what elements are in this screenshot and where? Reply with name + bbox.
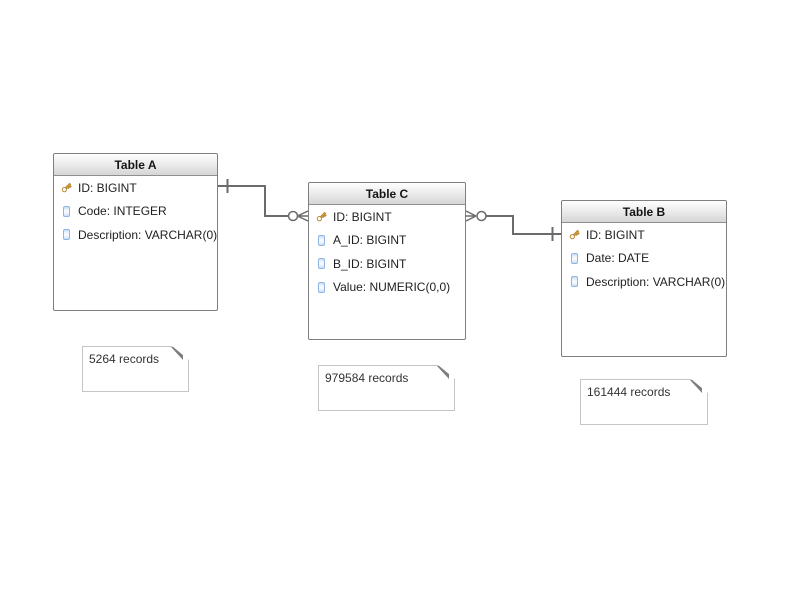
relationship-a-c-line[interactable] [218, 185, 289, 217]
relationship-c-b[interactable] [465, 210, 561, 241]
column-label: A_ID: BIGINT [333, 233, 407, 248]
table-b-title: Table B [622, 204, 666, 219]
crow-foot-marker [297, 210, 309, 222]
zero-cardinality-circle [287, 210, 299, 222]
column-label: Code: INTEGER [78, 204, 167, 219]
table-node-b[interactable]: Table B ID: BIGINT Date: DATE [561, 200, 727, 357]
note-text: 161444 records [587, 385, 671, 399]
column-icon [568, 252, 581, 265]
column-label: ID: BIGINT [78, 180, 137, 195]
table-c-columns: ID: BIGINT A_ID: BIGINT B_ID: BIGINT Val… [309, 205, 465, 299]
note-table-c-records[interactable]: 979584 records [318, 365, 455, 411]
crow-foot-marker [465, 210, 477, 222]
column-label: Description: VARCHAR(0) [78, 227, 218, 242]
column-row-value[interactable]: Value: NUMERIC(0,0) [315, 276, 465, 300]
table-b-columns: ID: BIGINT Date: DATE Description: VARCH… [562, 223, 726, 294]
column-label: Value: NUMERIC(0,0) [333, 280, 451, 295]
relationship-c-b-line[interactable] [486, 215, 561, 235]
column-label: ID: BIGINT [586, 227, 645, 242]
note-table-a-records[interactable]: 5264 records [82, 346, 189, 392]
note-table-b-records[interactable]: 161444 records [580, 379, 708, 425]
column-row-id[interactable]: ID: BIGINT [568, 223, 726, 247]
table-node-a[interactable]: Table A ID: BIGINT Code: INTEGER [53, 153, 218, 311]
column-row-date[interactable]: Date: DATE [568, 247, 726, 271]
table-node-c[interactable]: Table C ID: BIGINT A_ID: BIGINT [308, 182, 466, 340]
table-a-header[interactable]: Table A [54, 154, 217, 176]
column-row-description[interactable]: Description: VARCHAR(0) [60, 223, 217, 247]
column-row-id[interactable]: ID: BIGINT [315, 205, 465, 229]
key-icon [315, 210, 328, 223]
table-c-title: Table C [365, 186, 409, 201]
column-icon [568, 275, 581, 288]
column-icon [315, 281, 328, 294]
key-icon [568, 228, 581, 241]
column-row-code[interactable]: Code: INTEGER [60, 200, 217, 224]
relationship-a-c[interactable] [218, 179, 309, 222]
key-icon [60, 181, 73, 194]
column-row-a-id[interactable]: A_ID: BIGINT [315, 229, 465, 253]
table-b-header[interactable]: Table B [562, 201, 726, 223]
column-row-description[interactable]: Description: VARCHAR(0) [568, 270, 726, 294]
column-label: Date: DATE [586, 251, 650, 266]
column-icon [315, 234, 328, 247]
table-c-header[interactable]: Table C [309, 183, 465, 205]
column-icon [315, 257, 328, 270]
column-label: ID: BIGINT [333, 209, 392, 224]
column-label: Description: VARCHAR(0) [586, 274, 726, 289]
column-icon [60, 228, 73, 241]
table-a-columns: ID: BIGINT Code: INTEGER Description: VA… [54, 176, 217, 247]
column-row-b-id[interactable]: B_ID: BIGINT [315, 252, 465, 276]
column-row-id[interactable]: ID: BIGINT [60, 176, 217, 200]
column-label: B_ID: BIGINT [333, 256, 407, 271]
note-text: 5264 records [89, 352, 160, 366]
column-icon [60, 205, 73, 218]
table-a-title: Table A [114, 157, 157, 172]
note-text: 979584 records [325, 371, 409, 385]
zero-cardinality-circle [476, 210, 487, 222]
